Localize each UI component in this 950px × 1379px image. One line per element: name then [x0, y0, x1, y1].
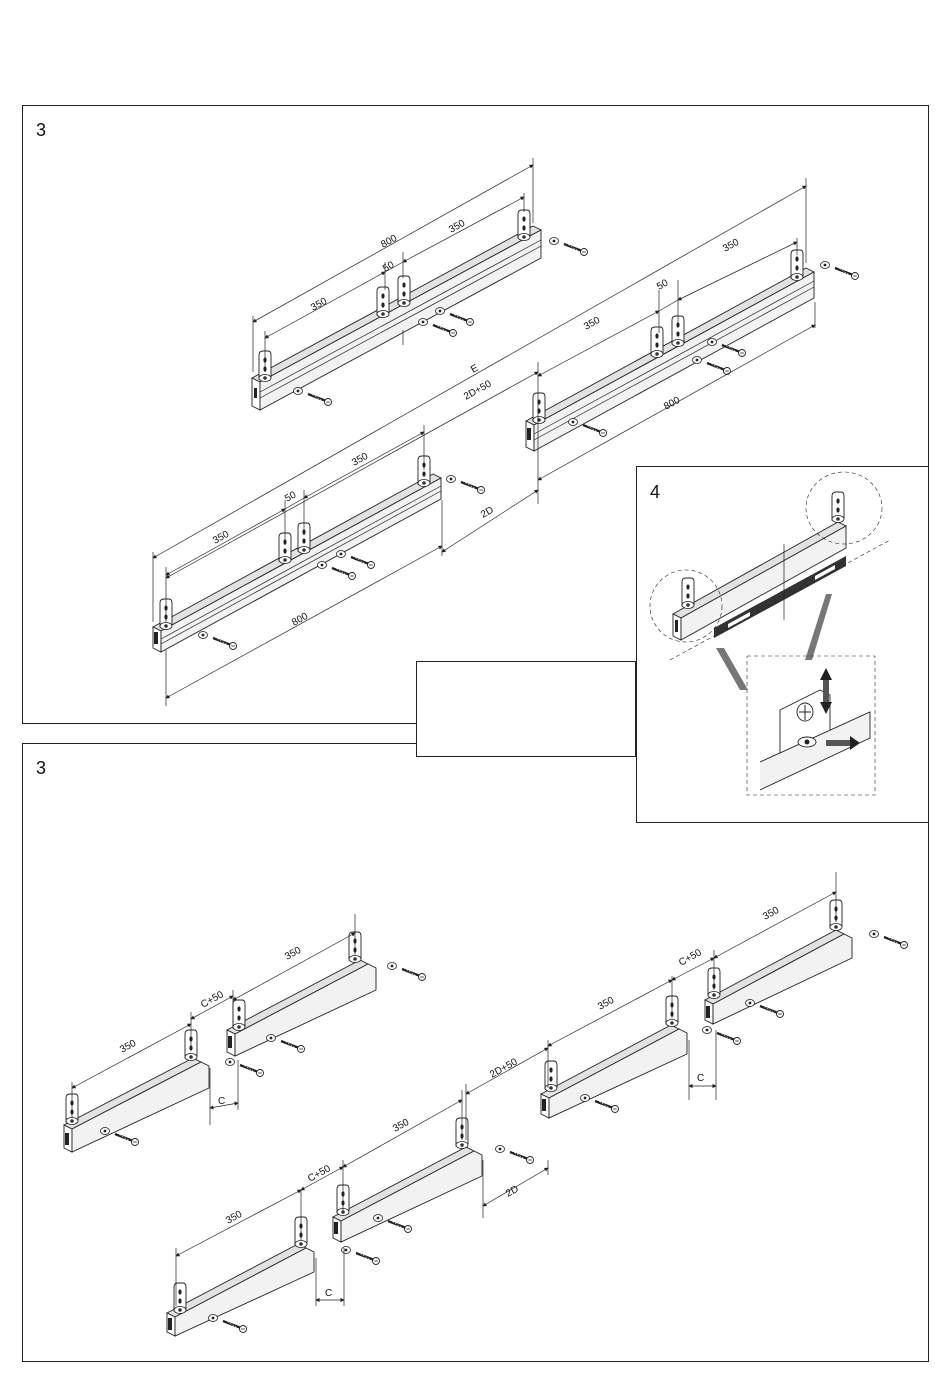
pair-a-right: 350 — [283, 945, 303, 963]
pair-b-right: 350 — [391, 1117, 411, 1135]
pair-c-left: 350 — [596, 995, 616, 1013]
detail-rail — [650, 472, 890, 690]
rail-2-gap: 50 — [655, 277, 670, 292]
detail-zoom — [747, 656, 875, 795]
pair-a-left: 350 — [118, 1038, 138, 1056]
rail-2-left: 350 — [582, 315, 602, 333]
rail-pair-a: 350 C+50 350 C — [64, 914, 426, 1152]
pair-a-c: C — [218, 1096, 225, 1107]
pair-b-c: C — [325, 1288, 332, 1299]
rail-1-right: 350 — [447, 218, 467, 236]
dim-2d-bottom: 2D — [504, 1184, 521, 1200]
rail-3: 350 50 350 800 — [153, 425, 485, 706]
dim-e: E — [469, 363, 480, 376]
pair-b-gap: C+50 — [306, 1163, 333, 1185]
rail-3-left: 350 — [211, 529, 231, 547]
rail-pair-c: 350 C+50 350 C — [541, 872, 908, 1118]
pair-c-right: 350 — [761, 905, 781, 923]
rail-3-right: 350 — [350, 451, 370, 469]
rail-1-left: 350 — [309, 296, 329, 314]
overall-dimensions-bottom: 2D+50 2D — [466, 1048, 548, 1218]
dim-2d-plus-50-bottom: 2D+50 — [488, 1056, 520, 1080]
rail-2: 350 50 350 800 — [526, 178, 859, 504]
rail-3-total: 800 — [290, 611, 310, 629]
rail-1-gap: 50 — [381, 259, 396, 274]
rail-1-total: 800 — [379, 233, 399, 251]
pair-c-c: C — [697, 1073, 704, 1084]
rail-pair-b: 350 C+50 350 C — [167, 1090, 534, 1336]
dim-2d: 2D — [479, 505, 496, 521]
pair-b-left: 350 — [224, 1209, 244, 1227]
overall-dimensions-top: E 2D+50 2D — [153, 186, 806, 578]
rail-2-total: 800 — [662, 395, 682, 413]
rail-2-right: 350 — [721, 237, 741, 255]
